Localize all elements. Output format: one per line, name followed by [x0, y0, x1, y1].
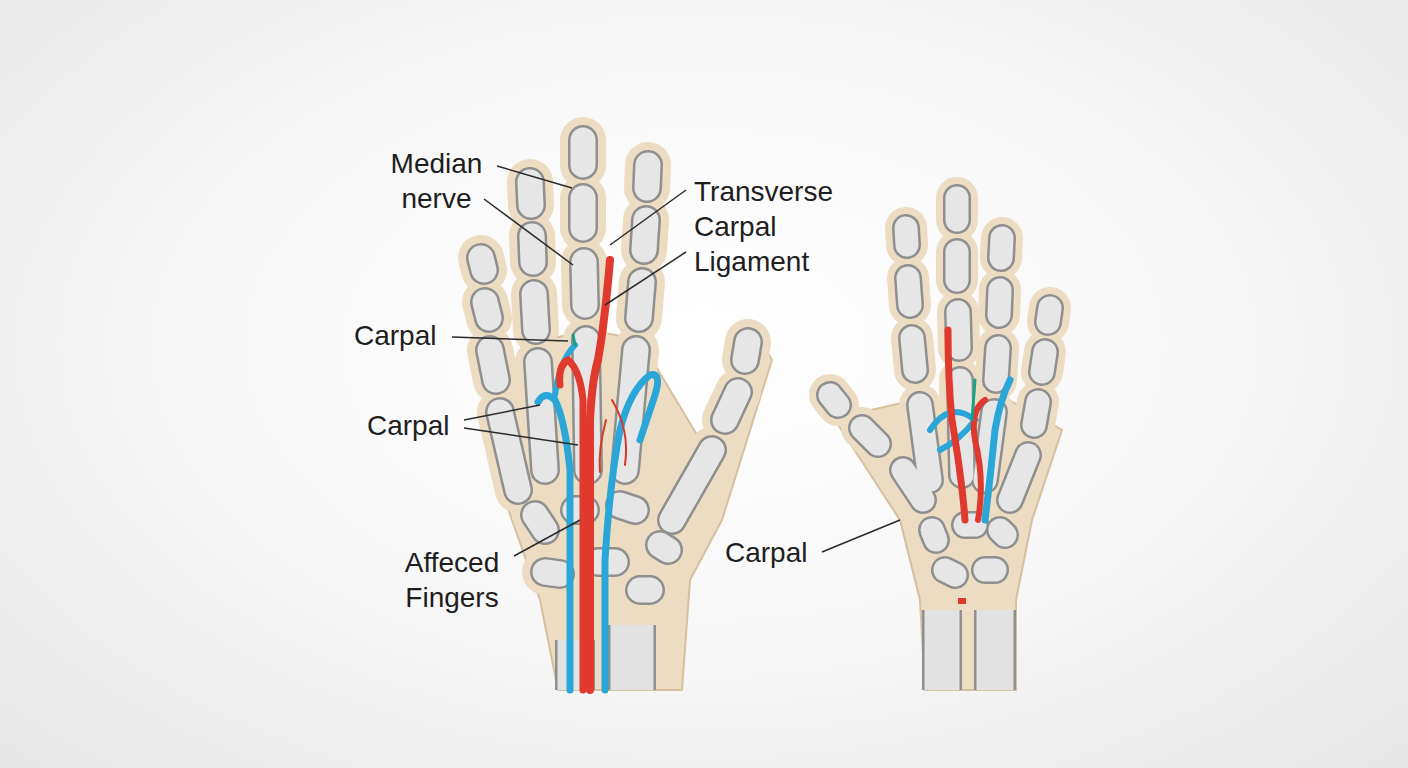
part-label: Carpal	[725, 535, 807, 570]
part-label: Transverse Carpal Ligament	[694, 174, 854, 279]
part-label: Median nerve	[374, 146, 499, 216]
right-hand	[830, 198, 1062, 690]
part-label: Carpal	[367, 408, 449, 443]
part-label: Carpal	[354, 318, 436, 353]
leader-lines	[452, 166, 900, 556]
part-label: Affeced Fingers	[391, 545, 513, 615]
